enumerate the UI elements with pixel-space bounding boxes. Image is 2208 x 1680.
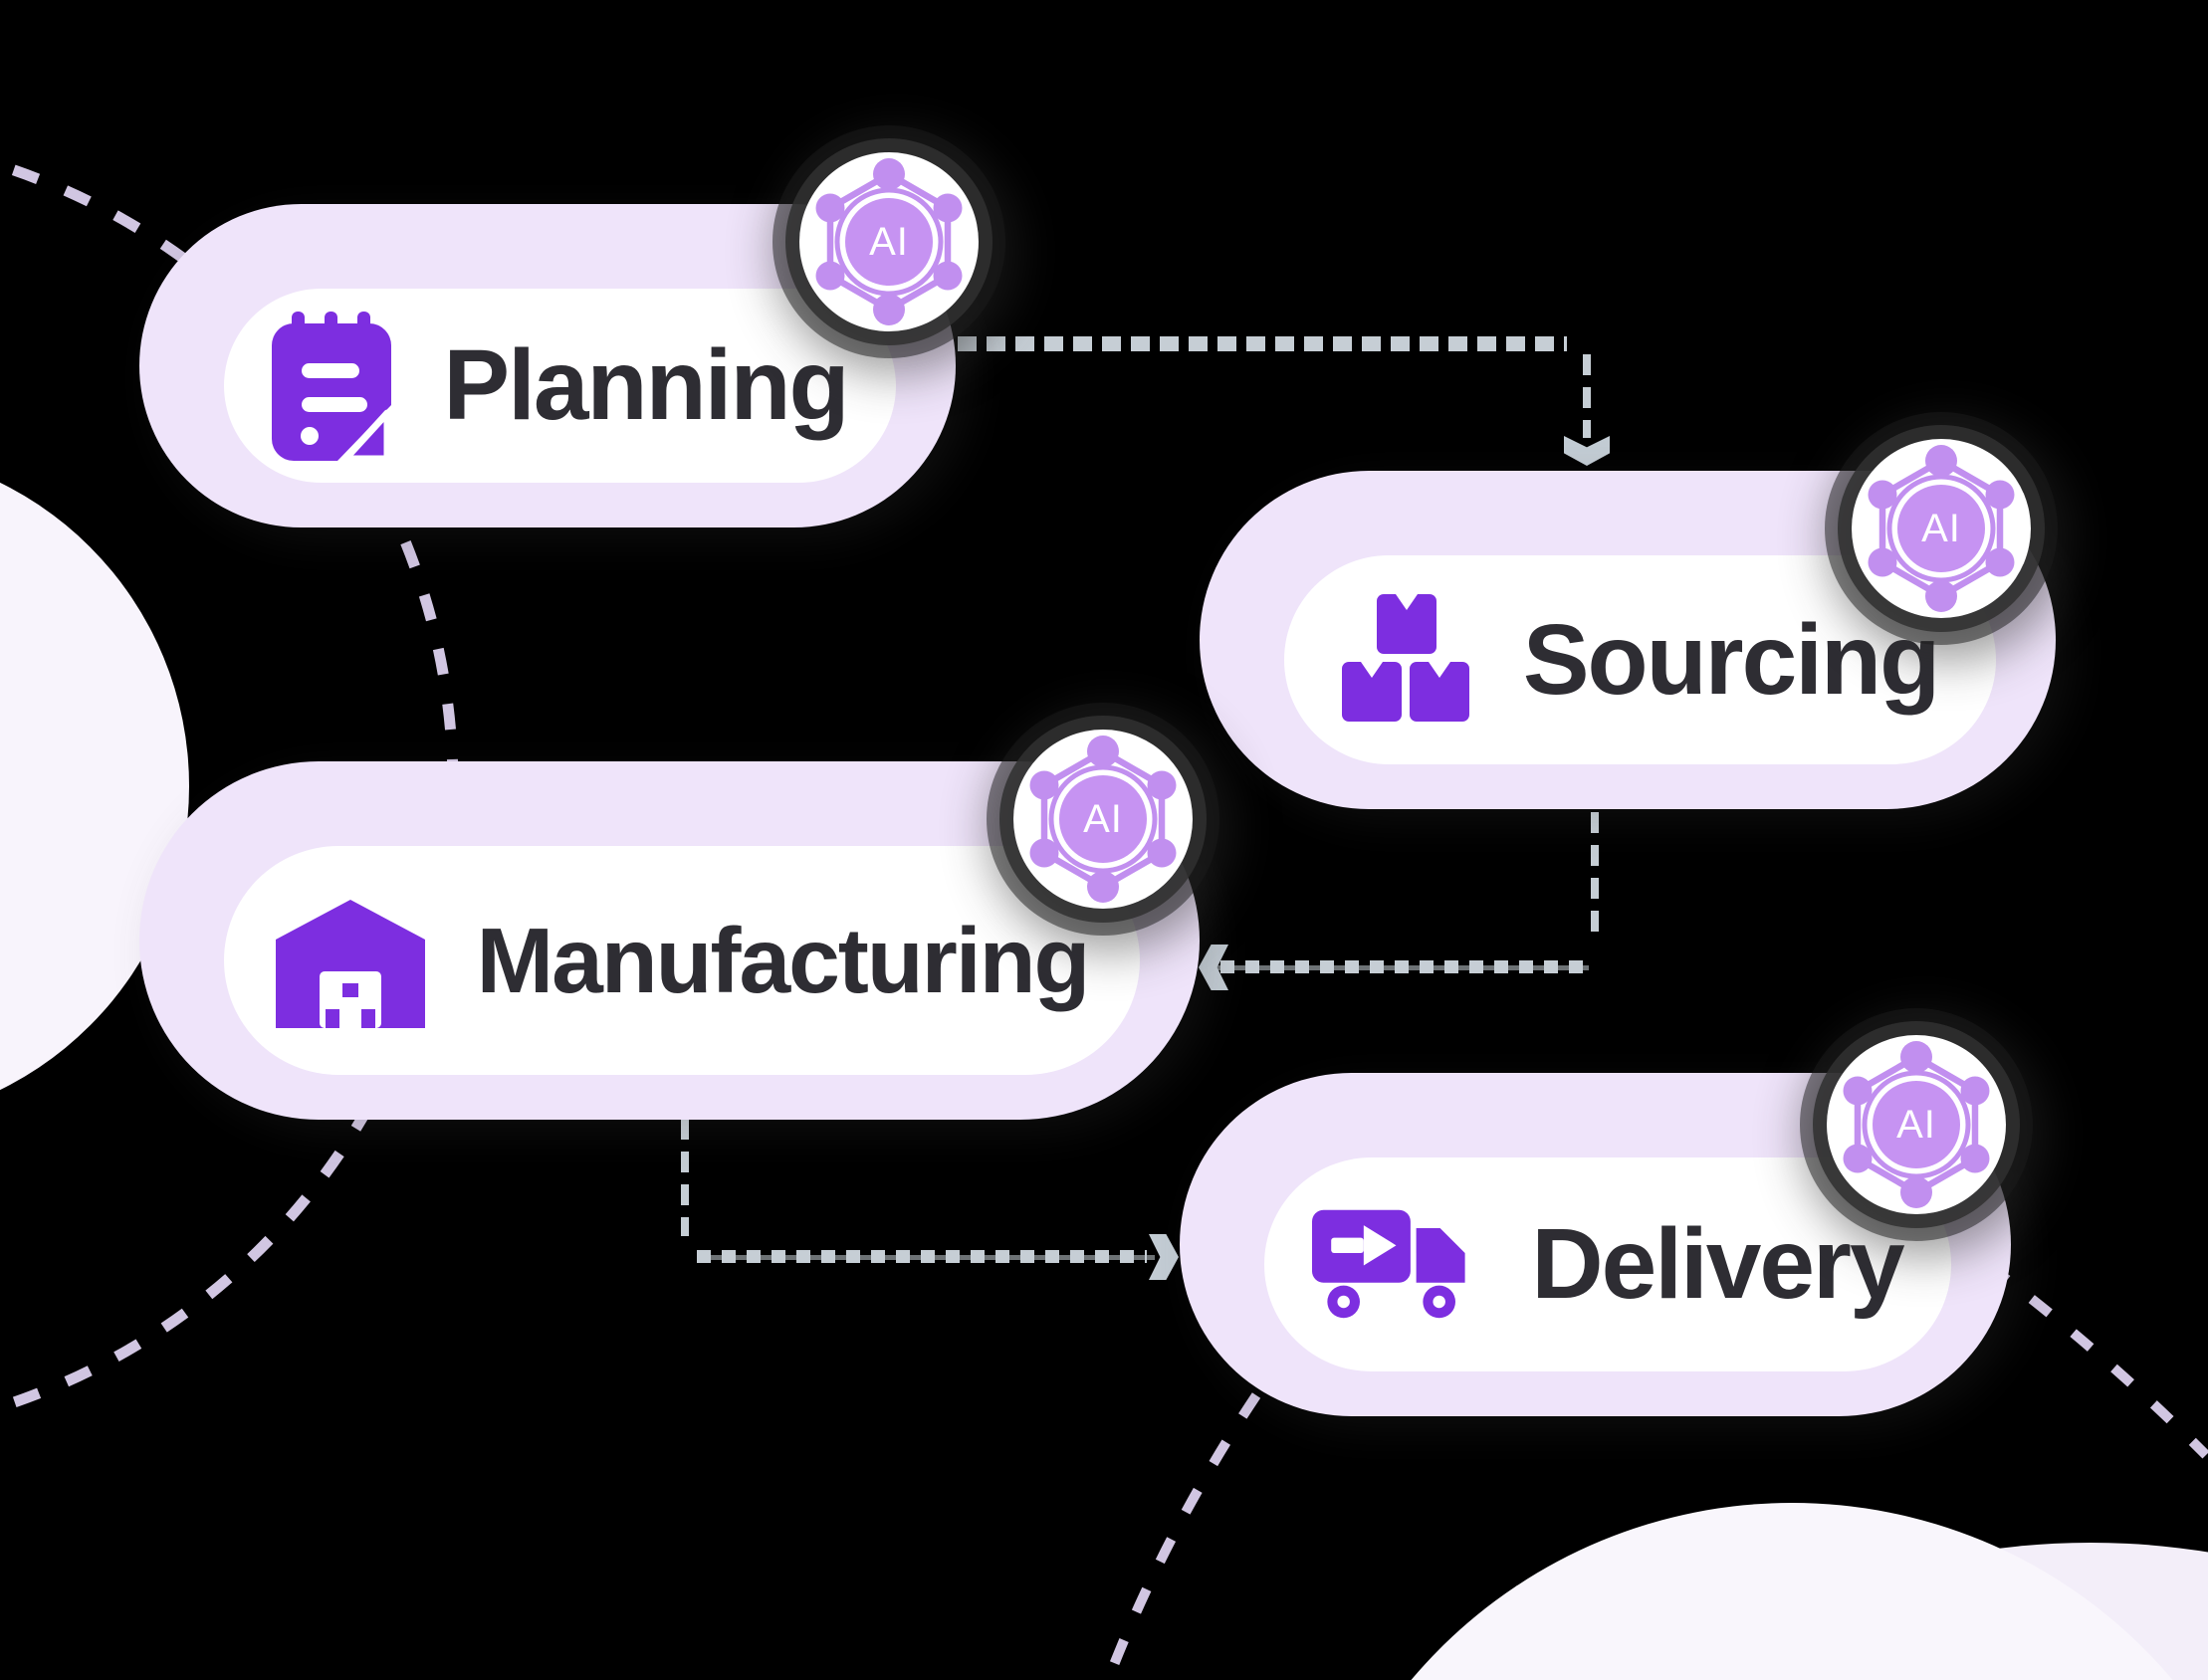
dashed-arc-bottom-middle (1103, 1392, 1261, 1680)
node-planning-card: Planning (224, 289, 896, 483)
dashed-arc-bottom-right (1985, 1262, 2208, 1459)
connector-sourcing-manufacturing-vertical (1591, 812, 1599, 944)
truck-icon (1312, 1204, 1479, 1326)
node-delivery: Delivery AI (1180, 1035, 2011, 1416)
node-planning: Planning AI (139, 152, 979, 527)
node-label: Manufacturing (476, 908, 1091, 1012)
connector-manufacturing-delivery-horizontal (697, 1250, 1147, 1263)
connector-planning-sourcing-vertical (1583, 354, 1591, 438)
ai-hexagon-icon (1843, 1041, 1990, 1208)
boxes-icon (1341, 594, 1471, 726)
node-label: Delivery (1531, 1208, 1904, 1320)
node-manufacturing: Manufacturing AI (139, 730, 1200, 1120)
ai-badge-label: AI (1083, 796, 1123, 841)
ai-badge: AI (1827, 1035, 2006, 1214)
ai-badge-label: AI (869, 219, 909, 264)
node-sourcing: Sourcing AI (1200, 439, 2056, 809)
node-label: Sourcing (1522, 603, 1940, 716)
ai-badge: AI (799, 152, 979, 331)
node-label: Planning (443, 329, 849, 441)
connector-planning-sourcing-horizontal (958, 336, 1567, 351)
ai-hexagon-icon (1868, 445, 2015, 612)
warehouse-icon (275, 894, 425, 1028)
node-manufacturing-card: Manufacturing (224, 846, 1140, 1075)
node-delivery-card: Delivery (1264, 1157, 1951, 1371)
connector-manufacturing-delivery-vertical (681, 1119, 689, 1236)
ai-hexagon-icon (815, 158, 963, 325)
ai-badge-label: AI (1896, 1102, 1936, 1147)
notepad-icon (272, 311, 392, 461)
ai-badge: AI (1852, 439, 2031, 618)
ai-badge: AI (1013, 730, 1193, 909)
ai-hexagon-icon (1029, 735, 1177, 903)
ai-badge-label: AI (1921, 506, 1961, 550)
connector-sourcing-manufacturing-horizontal (1220, 960, 1585, 973)
